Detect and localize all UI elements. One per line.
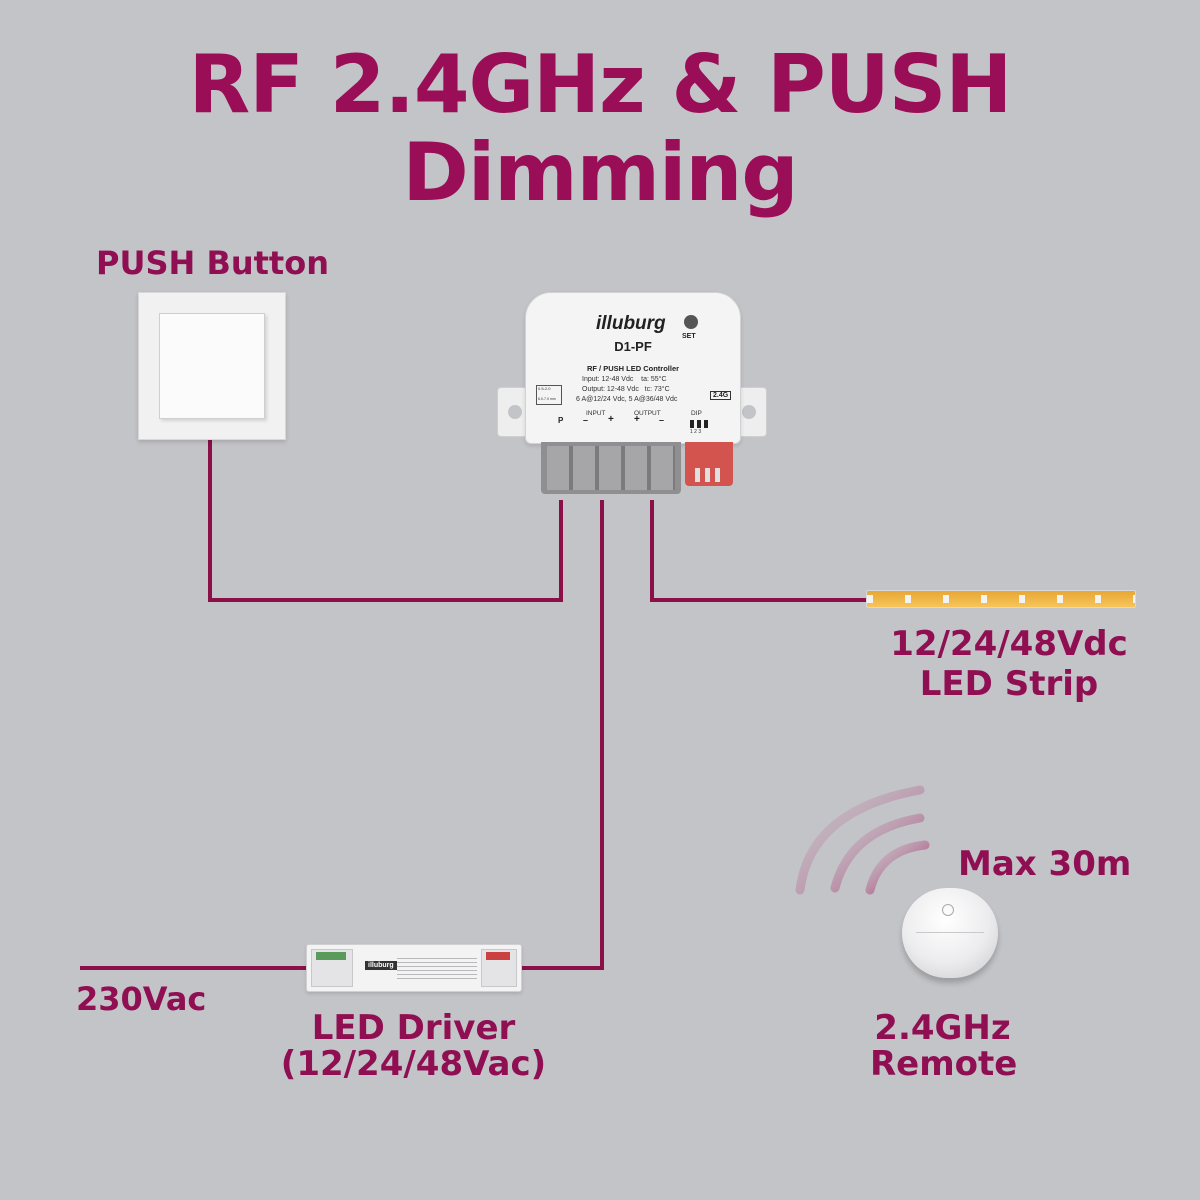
controller-spec-2: Output: 12-48 Vdc tc: 73°C <box>582 386 670 393</box>
controller-dip-block <box>685 442 733 486</box>
controller-terminal-block <box>541 442 681 494</box>
controller-spec-3: 6 A@12/24 Vdc, 5 A@36/48 Vdc <box>576 396 678 403</box>
mains-label: 230Vac <box>76 980 207 1018</box>
title-line-1: RF 2.4GHz & PUSH <box>188 38 1013 131</box>
title-line-2: Dimming <box>402 126 798 219</box>
controller-term-in-minus: – <box>583 415 589 425</box>
led-strip-label-1: 12/24/48Vdc <box>890 624 1128 664</box>
controller-wire-length: 6.0-7.0 mm <box>538 397 556 401</box>
controller-output-label: OUTPUT <box>634 410 661 417</box>
rf-waves-icon <box>795 785 930 895</box>
led-strip-device <box>866 590 1136 608</box>
controller-dip-numbers: 1 2 3 <box>690 429 702 435</box>
controller-subtitle: RF / PUSH LED Controller <box>586 364 680 373</box>
controller-term-out-plus: + <box>634 414 640 425</box>
controller-model: D1-PF <box>614 339 652 354</box>
led-driver-output-terminal <box>481 949 517 987</box>
controller-body: illuburg SET D1-PF RF / PUSH LED Control… <box>525 292 741 444</box>
led-driver-label-1: LED Driver <box>311 1008 516 1048</box>
range-label: Max 30m <box>958 844 1132 884</box>
wire-led-strip <box>650 500 866 602</box>
led-driver-input-terminal <box>311 949 353 987</box>
wire-driver <box>520 500 604 970</box>
remote-label-1: 2.4GHz <box>874 1008 1011 1048</box>
controller-dip-label: DIP <box>691 410 702 417</box>
remote-power-icon <box>942 904 954 916</box>
controller-term-out-minus: – <box>659 415 665 425</box>
controller-dip-switches <box>690 420 708 428</box>
push-button-device <box>138 292 286 440</box>
controller-term-p: P <box>558 416 564 425</box>
controller-wire-strip: 0.5-2.0 <box>538 386 551 391</box>
controller-set-label: SET <box>682 333 696 340</box>
remote-divider <box>916 932 984 933</box>
controller-input-label: INPUT <box>586 410 606 417</box>
led-driver-brand: illuburg <box>365 961 397 970</box>
controller-rf-badge: 2.4G <box>710 391 732 400</box>
led-strip-label-2: LED Strip <box>919 664 1099 704</box>
led-driver-label-2: (12/24/48Vac) <box>280 1044 547 1084</box>
push-button-rocker <box>159 313 265 419</box>
remote-device <box>902 888 998 978</box>
controller-spec-1: Input: 12-48 Vdc ta: 55°C <box>582 376 667 383</box>
push-button-label: PUSH Button <box>96 244 329 282</box>
wire-push-button <box>208 436 563 602</box>
led-driver-print <box>397 955 477 981</box>
controller-term-in-plus: + <box>608 414 614 425</box>
controller-device: illuburg SET D1-PF RF / PUSH LED Control… <box>497 292 767 502</box>
remote-label-2: Remote <box>870 1044 1018 1084</box>
controller-set-button <box>684 315 698 329</box>
controller-wire-gauge-box: 0.5-2.0 6.0-7.0 mm <box>536 385 562 405</box>
led-driver-device: illuburg <box>306 944 522 992</box>
controller-brand: illuburg <box>596 313 666 334</box>
